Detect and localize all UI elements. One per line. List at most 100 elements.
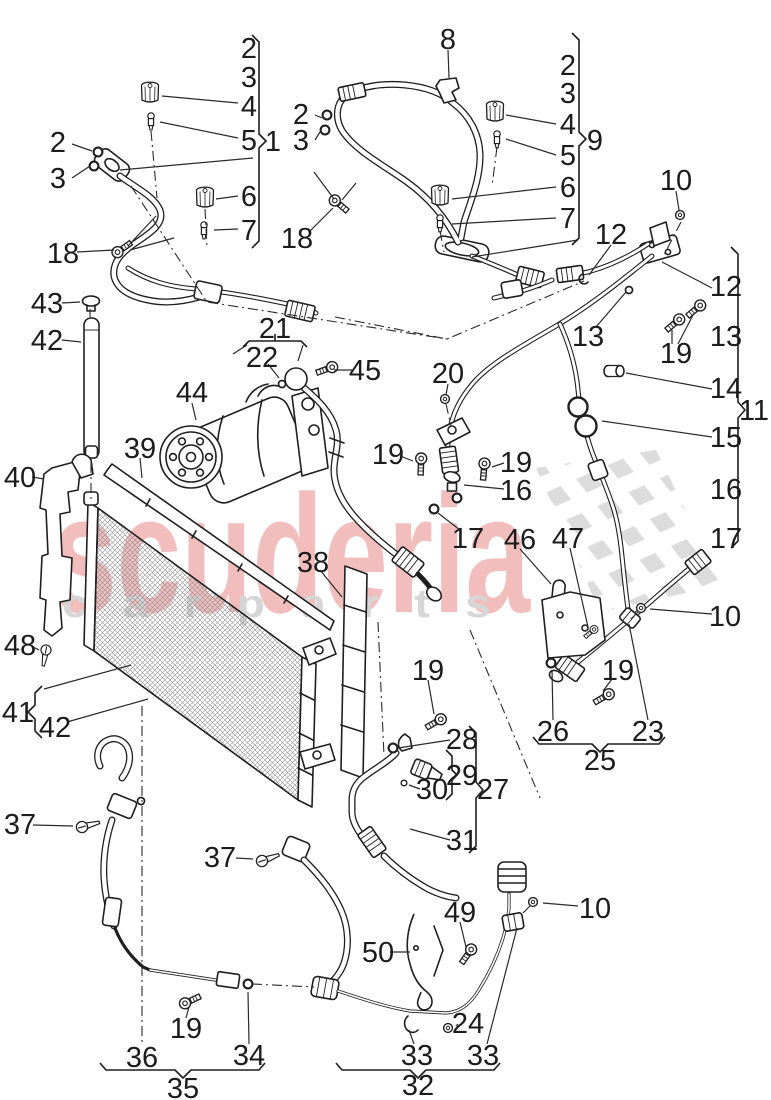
liquid-hose-36 [74, 735, 254, 1012]
screw-37-left [74, 816, 102, 835]
refrigerant-hose-assembly-1 [88, 81, 319, 323]
mounting-bracket-46-47 [541, 579, 606, 659]
callout-49: 49 [444, 897, 476, 929]
callout-2: 2 [293, 99, 309, 131]
callout-1: 1 [265, 126, 281, 158]
callout-2: 2 [241, 33, 257, 65]
callout-37: 37 [4, 809, 36, 841]
callout-2: 2 [560, 50, 576, 82]
rubber-boot [497, 861, 527, 893]
brace-group-32 [335, 1062, 501, 1079]
bracket-group-11 [730, 246, 746, 549]
callout-9: 9 [587, 125, 603, 157]
refrigerant-hose-assembly-9 [319, 77, 545, 289]
callout-27: 27 [477, 774, 509, 806]
screw-48 [37, 643, 53, 668]
callout-48: 48 [4, 630, 36, 662]
callout-47: 47 [552, 523, 584, 555]
callout-20: 20 [432, 358, 464, 390]
callout-3: 3 [241, 62, 257, 94]
condenser-mounting-tab-upper [302, 637, 337, 666]
callout-37: 37 [204, 842, 236, 874]
callout-45: 45 [349, 355, 381, 387]
callout-12: 12 [710, 271, 742, 303]
callout-40: 40 [4, 462, 36, 494]
callout-31: 31 [446, 825, 478, 857]
receiver-drier [81, 295, 101, 459]
callout-24: 24 [452, 1008, 484, 1040]
seal-strip-38 [340, 565, 368, 779]
checkered-flag-watermark [536, 450, 722, 612]
callout-10: 10 [660, 165, 692, 197]
bracket-group-41 [27, 685, 43, 739]
callout-5: 5 [560, 140, 576, 172]
callout-36: 36 [126, 1042, 158, 1074]
callout-17: 17 [710, 523, 742, 555]
hose-ball-fitting [284, 367, 308, 391]
callout-50: 50 [362, 937, 394, 969]
callout-8: 8 [440, 24, 456, 56]
callout-3: 3 [560, 78, 576, 110]
callout-6: 6 [241, 181, 257, 213]
drain-valve-29 [410, 758, 443, 781]
callout-25: 25 [584, 745, 616, 777]
pipe-clip-33-left [403, 1015, 419, 1034]
compressor-44 [159, 383, 329, 504]
condenser-41 [83, 491, 337, 808]
callout-18: 18 [47, 238, 79, 270]
callout-19: 19 [660, 338, 692, 370]
alignment-lines [89, 130, 682, 1046]
condenser-mounting-tab-lower [299, 743, 336, 770]
callout-33: 33 [401, 1040, 433, 1072]
callout-21: 21 [259, 313, 291, 345]
callout-39: 39 [124, 433, 156, 465]
refrigerant-pipe-assembly-11 [414, 209, 709, 619]
line-art [37, 77, 712, 1034]
callout-19: 19 [500, 447, 532, 479]
retaining-strap-50 [406, 913, 444, 1011]
callout-4: 4 [560, 109, 576, 141]
callout-19: 19 [372, 439, 404, 471]
bracket-group-29 [445, 749, 458, 801]
callout-7: 7 [241, 215, 257, 247]
callout-30: 30 [416, 774, 448, 806]
pipe-clamp-23 [619, 607, 641, 629]
callout-19: 19 [412, 655, 444, 687]
callout-44: 44 [176, 377, 208, 409]
callout-38: 38 [297, 547, 329, 579]
double-pipe-clamp-15 [567, 396, 598, 438]
callout-23: 23 [632, 716, 664, 748]
bracket-group-1 [251, 34, 267, 249]
callout-12: 12 [595, 219, 627, 251]
callout-10: 10 [579, 893, 611, 925]
callout-28: 28 [446, 724, 478, 756]
callout-10: 10 [709, 601, 741, 633]
pipe-seal-parts [428, 482, 463, 515]
callout-42: 42 [31, 325, 63, 357]
seal-strip-39 [103, 463, 335, 631]
group-brackets [27, 32, 746, 1079]
callout-16: 16 [500, 475, 532, 507]
callout-43: 43 [31, 288, 63, 320]
pipe-clamp-33-right [501, 912, 525, 932]
callout-46: 46 [504, 524, 536, 556]
callout-3: 3 [50, 163, 66, 195]
pipe-bracket-20 [436, 393, 471, 446]
callout-29: 29 [446, 760, 478, 792]
callout-26: 26 [537, 716, 569, 748]
callout-3: 3 [293, 125, 309, 157]
callout-35: 35 [167, 1073, 199, 1100]
callout-16: 16 [710, 474, 742, 506]
brace-group-25 [532, 736, 666, 753]
callout-4: 4 [241, 91, 257, 123]
callout-15: 15 [710, 422, 742, 454]
retaining-clip-12 [578, 273, 589, 285]
screw-37-right [254, 848, 282, 869]
callout-6: 6 [560, 172, 576, 204]
spacer-bushing-14 [603, 364, 625, 378]
suction-hose-21 [277, 359, 443, 602]
liquid-hose-lower [254, 835, 351, 991]
pipe-assembly-32 [310, 861, 539, 1034]
drier-cap-43 [81, 295, 101, 307]
